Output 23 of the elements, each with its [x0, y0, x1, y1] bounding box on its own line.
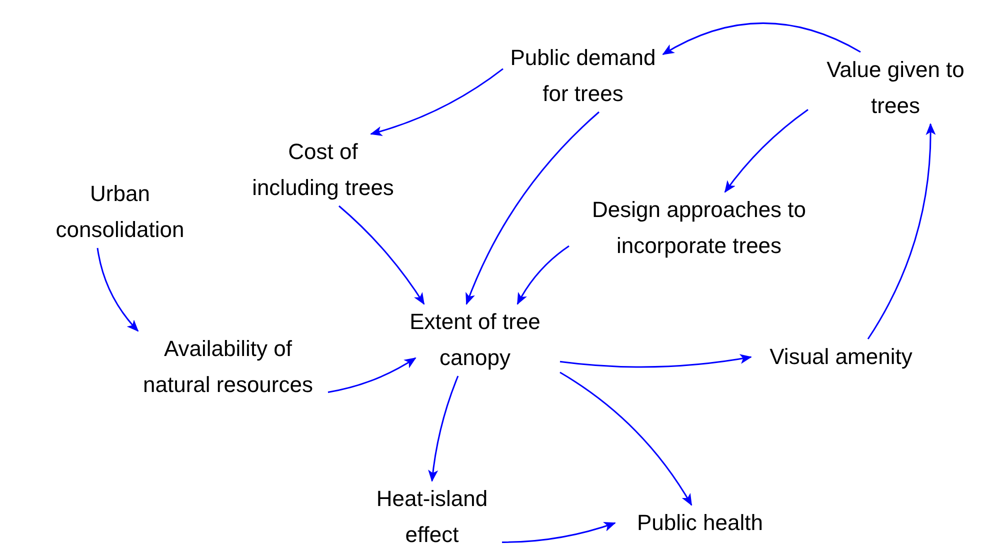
arrow [867, 123, 936, 340]
variable-label: Public demand for trees [509, 44, 657, 108]
arrow [502, 522, 616, 543]
variable-label: Cost of including trees [251, 138, 395, 202]
arrow [96, 248, 139, 332]
variable-label: Availability of natural resources [142, 335, 314, 399]
arrow [662, 22, 861, 56]
arrow [560, 372, 692, 506]
arrow [328, 357, 416, 393]
variable-label: Heat-island effect [375, 485, 489, 549]
variable-label: Value given to trees [826, 56, 966, 120]
variable-label: Extent of tree canopy [408, 308, 542, 372]
variable-label: Visual amenity [770, 343, 912, 371]
variable-label: Public health [637, 509, 763, 537]
arrow [466, 111, 600, 305]
arrow [516, 245, 570, 305]
variable-label: Design approaches to incorporate trees [590, 196, 808, 260]
arrow [370, 68, 504, 136]
arrow [338, 205, 425, 305]
arrow [724, 109, 808, 193]
variable-label: Urban consolidation [54, 180, 186, 244]
arrow [428, 376, 459, 482]
arrow [560, 354, 752, 368]
